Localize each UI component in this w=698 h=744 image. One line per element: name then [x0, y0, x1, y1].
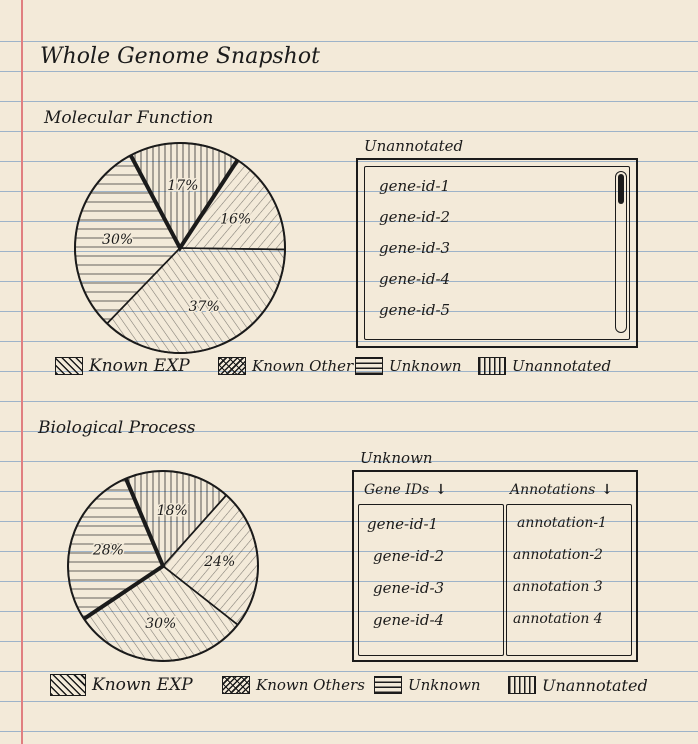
known-exp-swatch	[55, 357, 83, 375]
gene-ids-column[interactable]: gene-id-1 gene-id-2 gene-id-3 gene-id-4	[358, 504, 504, 656]
unannotated-list-box[interactable]: gene-id-1 gene-id-2 gene-id-3 gene-id-4 …	[364, 166, 630, 340]
legend-label: Known Others	[256, 676, 365, 694]
column-header-annotations[interactable]: Annotations ↓	[510, 482, 613, 498]
legend-known-others: Known Others	[222, 674, 365, 696]
legend-label: Unknown	[389, 357, 462, 375]
annotations-column[interactable]: annotation-1 annotation-2 annotation 3 a…	[506, 504, 632, 656]
table-cell-gene[interactable]: gene-id-4	[373, 611, 445, 629]
legend-known-exp: Known EXP	[55, 355, 190, 377]
pie-slice-label: 37%	[189, 299, 220, 315]
unannotated-list-panel: gene-id-1 gene-id-2 gene-id-3 gene-id-4 …	[356, 158, 638, 348]
pie-slice-label: 18%	[157, 503, 188, 519]
legend-label: Unannotated	[512, 357, 612, 375]
pie-chart-molecular-function: 17% 16% 37% 30%	[74, 142, 286, 354]
legend-unannotated: Unannotated	[478, 355, 611, 377]
section-heading-biological-process: Biological Process	[38, 418, 196, 438]
table-cell-gene[interactable]: gene-id-3	[373, 579, 445, 597]
legend-unknown: Unknown	[355, 355, 462, 377]
legend-known-other: Known Other	[218, 355, 353, 377]
page-title: Whole Genome Snapshot	[40, 44, 320, 69]
pie-slice-label: 30%	[102, 232, 133, 248]
table-cell-annotation[interactable]: annotation-1	[517, 515, 607, 531]
unknown-table-title: Unknown	[360, 449, 433, 467]
unannotated-swatch	[478, 357, 506, 375]
pie-slice-highlight	[128, 154, 240, 252]
pie-chart-biological-process: 18% 24% 30% 28%	[67, 470, 259, 662]
legend-known-exp: Known EXP	[50, 674, 193, 696]
list-item[interactable]: gene-id-3	[379, 239, 451, 257]
down-arrow-icon[interactable]: ↓	[435, 482, 447, 498]
list-item[interactable]: gene-id-4	[379, 270, 451, 288]
table-cell-annotation[interactable]: annotation 3	[513, 579, 603, 595]
pie-outline	[67, 470, 259, 662]
table-cell-annotation[interactable]: annotation 4	[513, 611, 603, 627]
list-item[interactable]: gene-id-5	[379, 301, 451, 319]
legend-label: Unannotated	[542, 675, 648, 695]
pie-slice-label: 17%	[167, 178, 198, 194]
column-header-gene-ids[interactable]: Gene IDs ↓	[364, 482, 447, 498]
unknown-table-panel: Gene IDs ↓ Annotations ↓ gene-id-1 gene-id…	[352, 470, 638, 662]
legend-label: Known EXP	[89, 356, 190, 376]
notebook-margin-line	[21, 0, 23, 744]
known-other-swatch	[218, 357, 246, 375]
legend-unknown: Unknown	[374, 674, 481, 696]
legend-label: Known EXP	[92, 675, 193, 695]
column-header-label: Annotations	[510, 482, 596, 498]
list-scrollbar[interactable]	[615, 171, 627, 333]
unknown-swatch	[374, 676, 402, 694]
list-item[interactable]: gene-id-1	[379, 177, 451, 195]
unannotated-swatch	[508, 676, 536, 694]
column-header-label: Gene IDs	[364, 482, 430, 498]
down-arrow-icon[interactable]: ↓	[601, 482, 614, 498]
pie-slice-label: 24%	[203, 554, 235, 570]
list-item[interactable]: gene-id-2	[379, 208, 451, 226]
pie-slice-label: 16%	[220, 211, 251, 227]
pie-slice-highlight	[82, 477, 166, 621]
pie-slice-label: 28%	[92, 543, 124, 559]
scrollbar-thumb[interactable]	[618, 174, 624, 204]
known-other-swatch	[222, 676, 250, 694]
table-cell-annotation[interactable]: annotation-2	[513, 547, 603, 563]
legend-unannotated: Unannotated	[508, 674, 648, 696]
table-cell-gene[interactable]: gene-id-2	[373, 547, 445, 565]
pie-outline	[74, 142, 286, 354]
legend-label: Known Other	[252, 357, 354, 375]
unannotated-list-title: Unannotated	[364, 137, 464, 155]
unknown-swatch	[355, 357, 383, 375]
legend-label: Unknown	[408, 676, 481, 694]
known-exp-swatch	[50, 674, 86, 696]
pie-slice-label: 30%	[145, 616, 176, 632]
table-cell-gene[interactable]: gene-id-1	[367, 515, 439, 533]
section-heading-molecular-function: Molecular Function	[44, 108, 214, 128]
